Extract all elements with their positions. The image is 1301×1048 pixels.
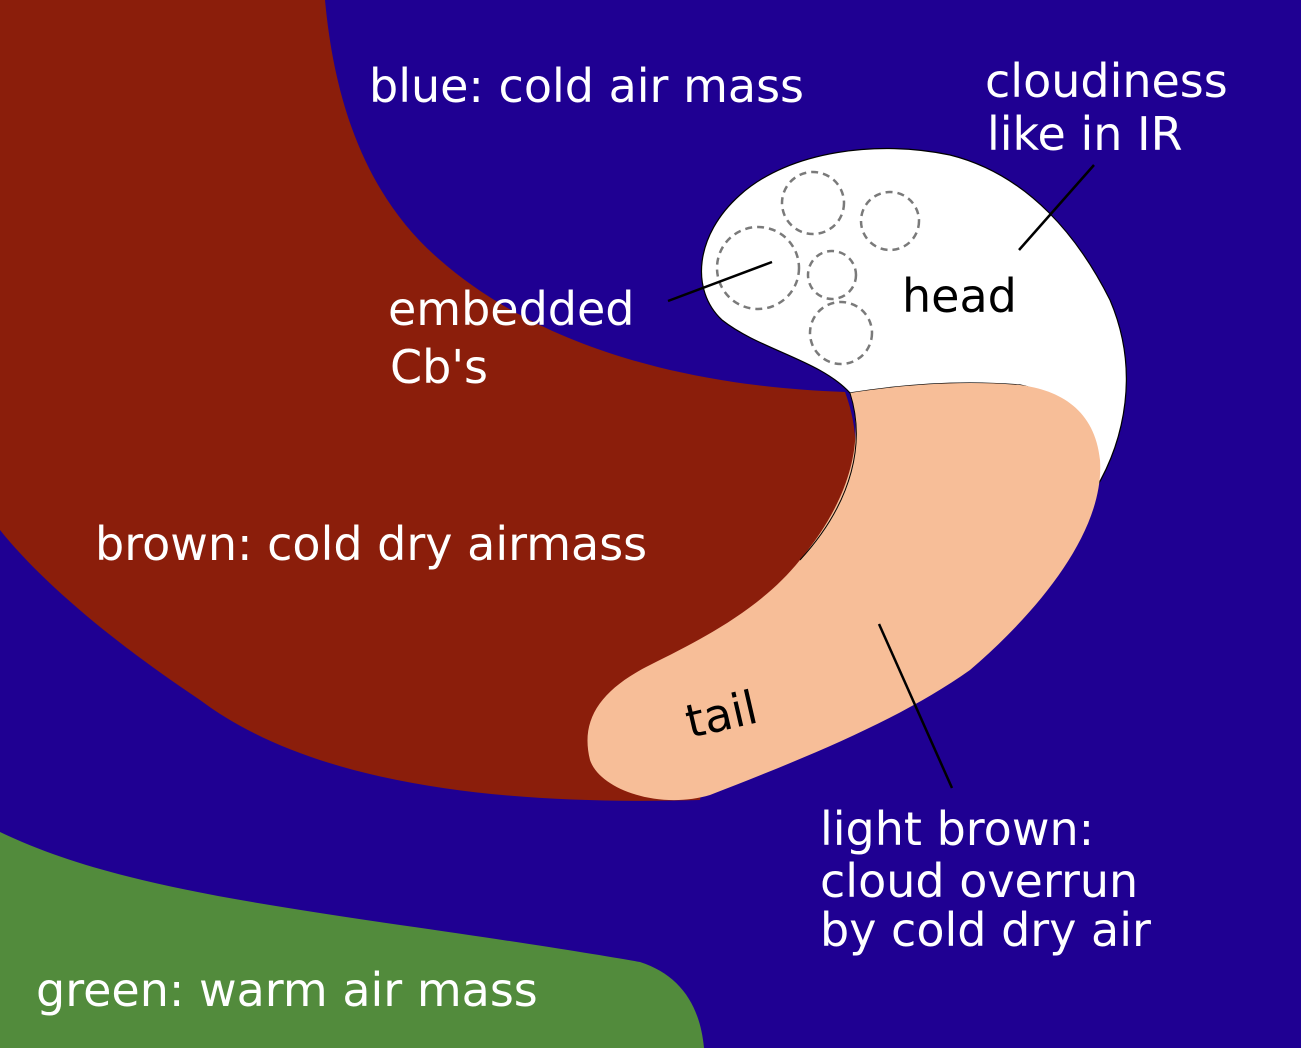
cloudiness-pointer-line: [1018, 164, 1095, 251]
overrun-edge-line: [799, 392, 857, 561]
light-brown-label-line3: by cold dry air: [820, 903, 1151, 957]
embedded-pointer-line: [667, 260, 773, 303]
light-brown-pointer-line: [877, 623, 954, 789]
embedded-cb-circles: [715, 170, 921, 366]
cloud-overrun-region: [587, 382, 1101, 801]
blue-legend-label: blue: cold air mass: [369, 59, 804, 113]
warm-air-mass-region: [0, 832, 704, 1048]
embedded-label-line1: embedded: [388, 282, 635, 336]
cb-circle: [808, 300, 874, 366]
cloudiness-label-line2: like in IR: [987, 107, 1183, 161]
cb-circle: [859, 190, 921, 252]
brown-legend-label: brown: cold dry airmass: [95, 517, 647, 571]
cb-circle: [806, 249, 858, 301]
cb-circle: [715, 225, 801, 311]
green-legend-label: green: warm air mass: [36, 963, 538, 1017]
light-brown-label-line2: cloud overrun: [820, 854, 1138, 908]
light-brown-label-line1: light brown:: [820, 802, 1094, 856]
embedded-label-line2: Cb's: [390, 340, 488, 394]
cold-dry-airmass-region: [0, 0, 856, 801]
cloudiness-label-line1: cloudiness: [985, 54, 1228, 108]
cb-circle: [780, 170, 846, 236]
head-label: head: [902, 269, 1017, 323]
